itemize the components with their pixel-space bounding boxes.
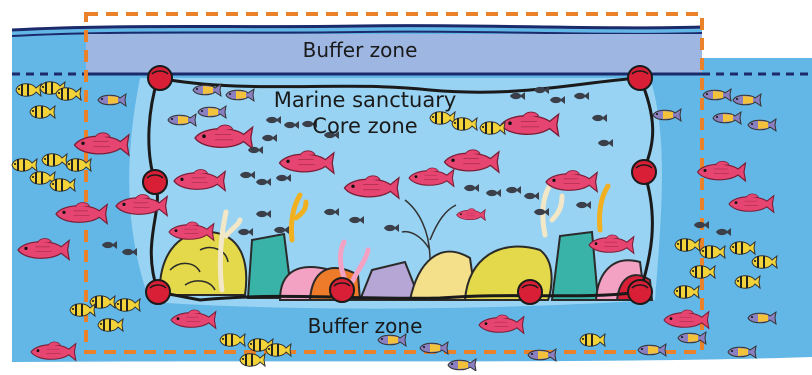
buffer-zone-top-label: Buffer zone (230, 38, 490, 62)
core-zone-label: Core zone (280, 114, 450, 138)
marine-sanctuary-label: Marine sanctuary (230, 88, 500, 112)
buffer-zone-bottom-label: Buffer zone (240, 314, 490, 338)
